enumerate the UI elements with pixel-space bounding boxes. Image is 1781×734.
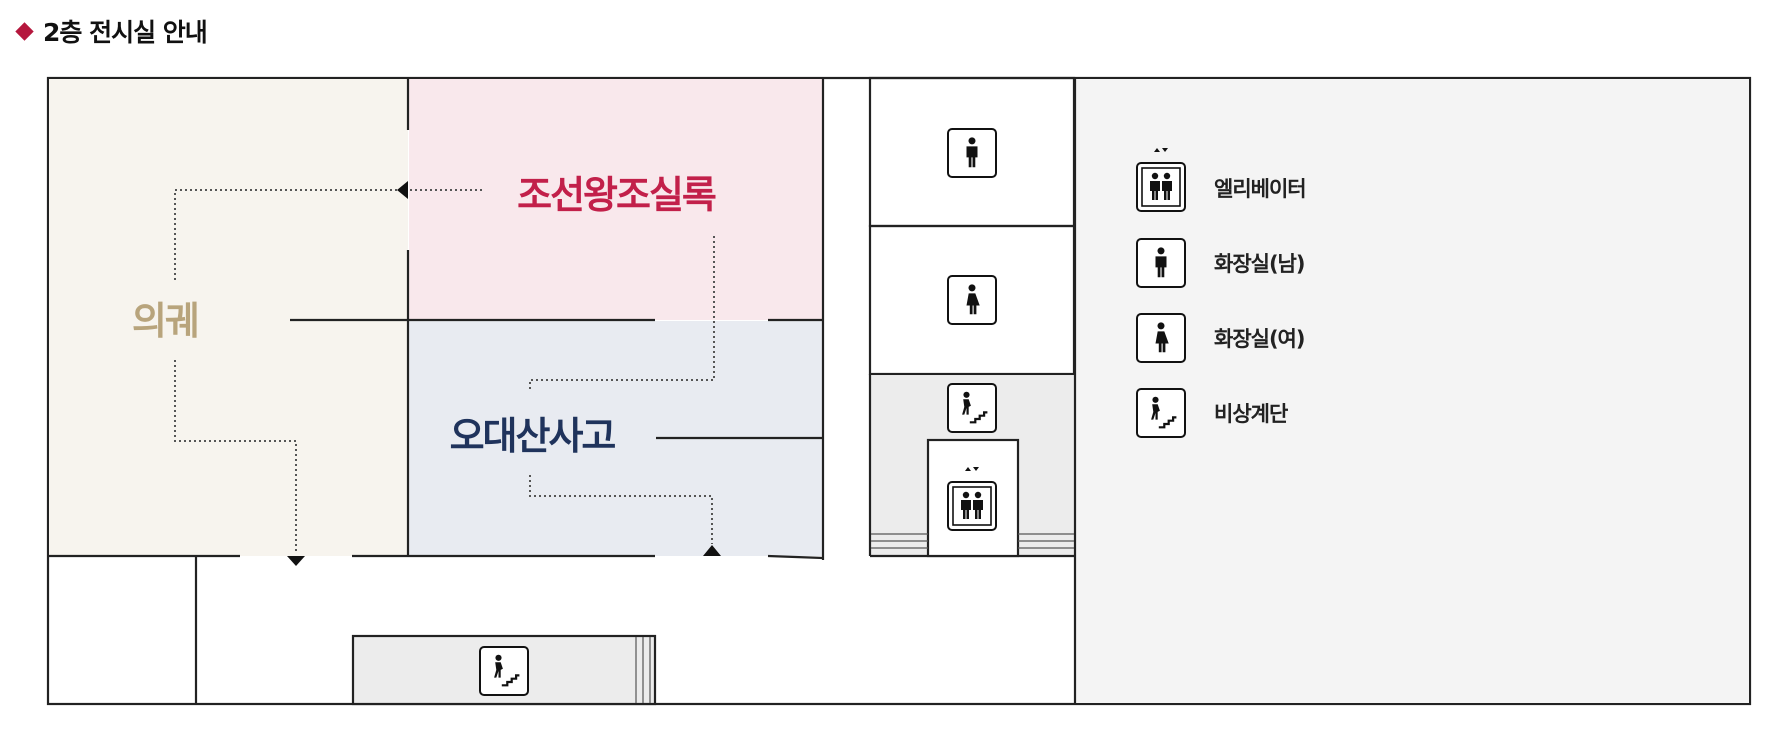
stair-lines [635, 533, 1074, 703]
elevator-icon [947, 467, 997, 531]
emergency-stairs-icon [947, 383, 997, 433]
legend-emergency-stairs-icon [1136, 388, 1186, 438]
route-arrow-down-icon [287, 556, 305, 566]
legend-label-restroom-female: 화장실(여) [1214, 327, 1304, 351]
walls [48, 76, 1077, 706]
room-annals [409, 79, 823, 320]
legend: 엘리베이터 화장실(남) 화장실(여) 비상계단 [1136, 148, 1307, 438]
restroom-female-icon [947, 275, 997, 325]
legend-label-emergency-stairs: 비상계단 [1214, 402, 1288, 426]
page-title: 2층 전시실 안내 [43, 18, 208, 47]
restroom-male-icon [947, 128, 997, 178]
side-area [1076, 79, 1749, 703]
legend-restroom-female-icon [1136, 313, 1186, 363]
room-royal-protocols [49, 79, 408, 556]
route-arrow-up-icon [703, 545, 721, 556]
legend-restroom-male-icon [1136, 238, 1186, 288]
room-label-annals: 조선왕조실록 [517, 173, 716, 217]
emergency-stairs-icon [479, 646, 529, 696]
legend-label-restroom-male: 화장실(남) [1214, 252, 1304, 276]
room-label-royal-protocols: 의궤 [132, 299, 198, 343]
legend-elevator-icon [1136, 148, 1186, 212]
legend-label-elevator: 엘리베이터 [1214, 177, 1306, 201]
section-header: 2층 전시실 안내 [14, 14, 208, 48]
route-paths [174, 189, 715, 552]
room-label-odaesan: 오대산사고 [450, 414, 616, 458]
route-arrow-left-icon [397, 181, 408, 199]
